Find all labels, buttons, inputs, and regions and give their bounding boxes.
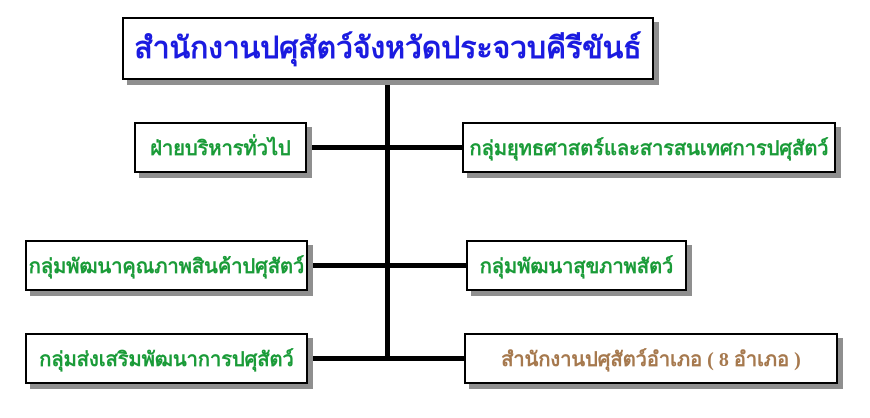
animal-health-development-group-box: กลุ่มพัฒนาสุขภาพสัตว์ bbox=[466, 240, 687, 291]
livestock-strategy-and-information-group-label: กลุ่มยุทธศาสตร์และสารสนเทศการปศุสัตว์ bbox=[469, 137, 829, 160]
livestock-development-promotion-group-label: กลุ่มส่งเสริมพัฒนาการปศุสัตว์ bbox=[39, 348, 294, 371]
animal-health-development-group-label: กลุ่มพัฒนาสุขภาพสัตว์ bbox=[479, 255, 674, 278]
connector-line-row2 bbox=[306, 263, 468, 268]
livestock-development-promotion-group-box: กลุ่มส่งเสริมพัฒนาการปศุสัตว์ bbox=[25, 333, 308, 384]
trunk-line bbox=[385, 79, 390, 361]
livestock-strategy-and-information-group-box: กลุ่มยุทธศาสตร์และสารสนเทศการปศุสัตว์ bbox=[462, 122, 836, 173]
connector-line-row3 bbox=[306, 356, 466, 361]
provincial-livestock-office-label: สำนักงานปศุสัตว์จังหวัดประจวบคีรีขันธ์ bbox=[134, 32, 642, 65]
district-livestock-offices-label: สำนักงานปศุสัตว์อำเภอ ( 8 อำเภอ ) bbox=[501, 348, 801, 371]
general-administration-division-label: ฝ่ายบริหารทั่วไป bbox=[150, 137, 291, 160]
provincial-livestock-office-box: สำนักงานปศุสัตว์จังหวัดประจวบคีรีขันธ์ bbox=[122, 17, 654, 80]
livestock-product-quality-development-group-box: กลุ่มพัฒนาคุณภาพสินค้าปศุสัตว์ bbox=[25, 240, 308, 291]
district-livestock-offices-box: สำนักงานปศุสัตว์อำเภอ ( 8 อำเภอ ) bbox=[464, 333, 838, 384]
general-administration-division-box: ฝ่ายบริหารทั่วไป bbox=[134, 122, 307, 173]
connector-line-row1 bbox=[305, 145, 464, 150]
livestock-product-quality-development-group-label: กลุ่มพัฒนาคุณภาพสินค้าปศุสัตว์ bbox=[28, 255, 305, 278]
